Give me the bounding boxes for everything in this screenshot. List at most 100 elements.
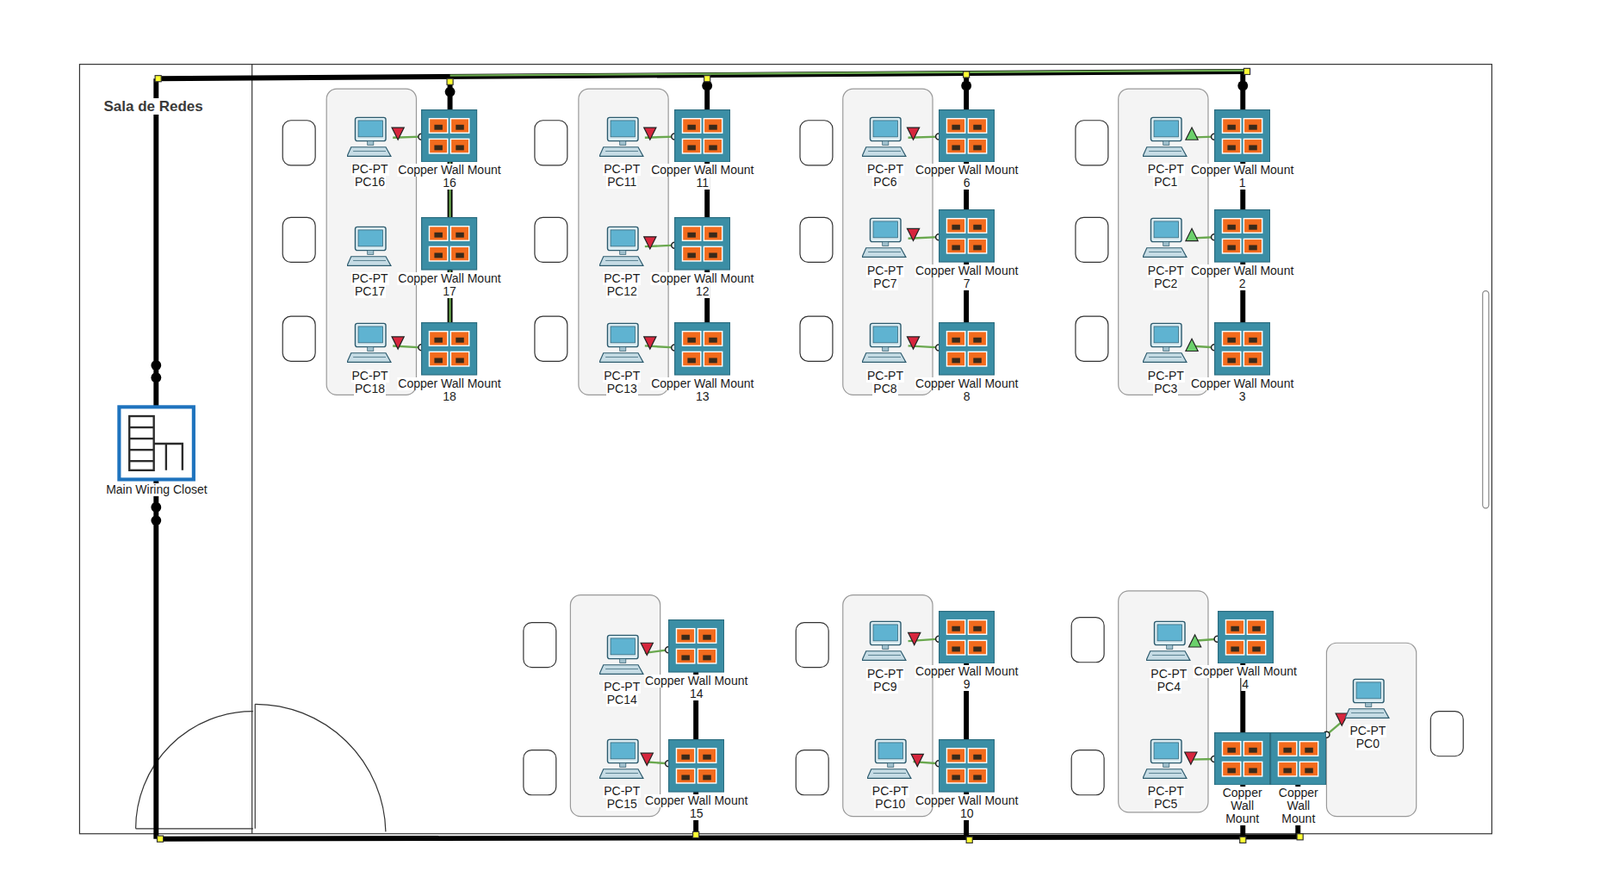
jack-slot: [1248, 224, 1257, 230]
mount-plate: [1215, 109, 1271, 162]
device-number: 14: [688, 687, 705, 701]
wall-mount-icon: [1217, 610, 1274, 664]
door-leaf: [254, 703, 256, 829]
jack-port: [1243, 761, 1262, 776]
jack-slot: [952, 625, 961, 631]
joint-dot: [150, 372, 162, 383]
pc-icon: [1142, 321, 1189, 367]
device-number: PC0: [1355, 737, 1381, 751]
jack-slot: [952, 124, 961, 131]
wall-mount-icon: [421, 109, 478, 163]
jack-port: [429, 226, 448, 242]
keyboard: [347, 147, 391, 157]
link-down: [906, 228, 919, 241]
jack-slot: [973, 645, 981, 652]
keyboard-keys: [605, 771, 639, 773]
jack-port: [451, 352, 470, 367]
jack-slot: [973, 244, 981, 250]
keyboard-keys: [605, 150, 639, 152]
device-number: PC8: [872, 382, 898, 396]
jack-port: [947, 218, 966, 234]
jack-port: [682, 117, 701, 133]
pc-icon: [347, 321, 393, 367]
node-label: PC-PTPC16: [351, 162, 390, 189]
link-up: [1188, 634, 1201, 647]
door-swing: [254, 703, 386, 832]
jack-slot: [682, 634, 690, 640]
keyboard-keys: [868, 356, 901, 358]
device-name: PC-PT: [602, 272, 641, 286]
monitor-frame: [1151, 218, 1183, 242]
node-label: PC-PTPC9: [866, 667, 905, 694]
device-number: 15: [688, 806, 705, 820]
jack-slot: [973, 358, 981, 364]
chairs: [282, 120, 1464, 795]
device-number: PC3: [1153, 382, 1179, 396]
wall-mount-icon: [674, 322, 731, 376]
desk: [843, 88, 933, 395]
pc-icon: [599, 632, 645, 679]
chair: [1075, 316, 1109, 361]
wall-mount-icon: [1214, 209, 1271, 263]
pc-icon: [867, 737, 913, 783]
device-name: PC-PT: [871, 784, 910, 798]
monitor-stand: [619, 347, 626, 352]
device-name: PC-PT: [1147, 162, 1185, 176]
jack-slot: [709, 337, 718, 343]
desk: [1118, 590, 1209, 813]
pc-icon: [347, 224, 393, 271]
joint-dot: [961, 80, 972, 92]
node-label: Copper Wall Mount17: [396, 272, 502, 298]
jack-slot: [1252, 645, 1260, 652]
rack-shelf: [129, 437, 154, 440]
mount-plate: [939, 322, 995, 375]
monitor-screen: [873, 624, 898, 641]
device-number: 10: [959, 806, 975, 820]
jack-port: [1225, 639, 1244, 655]
pc-icon: [1142, 115, 1189, 162]
jack-slot: [1227, 144, 1235, 150]
device-number: PC6: [872, 175, 898, 189]
node-label: Copper Wall Mount6: [914, 163, 1019, 190]
node-label: Copper Wall Mount8: [914, 377, 1019, 404]
device-number: PC4: [1156, 680, 1182, 694]
wall-mount-node: Copper Wall Mount8: [938, 322, 995, 376]
jack-port: [968, 639, 987, 655]
jack-slot: [1227, 224, 1235, 230]
chair: [523, 750, 557, 795]
device-number: PC12: [606, 285, 639, 298]
jack-slot: [973, 754, 981, 760]
jack-slot: [702, 754, 711, 760]
jack-slot: [1227, 767, 1235, 773]
jack-port: [1243, 117, 1262, 133]
jack-slot: [456, 144, 465, 150]
jack-port: [968, 748, 987, 763]
jack-port: [1243, 238, 1262, 254]
keyboard-keys: [353, 150, 386, 152]
chair: [282, 316, 316, 361]
monitor-screen: [1153, 741, 1179, 758]
device-name: Copper Wall Mount: [1190, 163, 1295, 177]
device-name: PC-PT: [602, 784, 641, 798]
monitor-stand: [619, 657, 626, 663]
link-down: [644, 127, 657, 140]
device-number: PC7: [872, 277, 898, 291]
rack: [129, 415, 154, 471]
monitor-screen: [1157, 624, 1182, 641]
jack-slot: [434, 337, 443, 343]
device-name: Copper Wall Mount: [914, 377, 1019, 391]
node-label: PC-PTPC0: [1348, 724, 1387, 751]
keyboard-keys: [1351, 712, 1384, 714]
desk: [1118, 88, 1209, 395]
jack-port: [676, 768, 695, 783]
keyboard-keys: [1148, 356, 1182, 358]
monitor-frame: [354, 117, 386, 141]
node-label: Copper Wall Mount7: [914, 264, 1019, 291]
chair: [795, 750, 829, 795]
node-label: Copper Wall Mount9: [914, 664, 1019, 691]
pc-icon: [347, 115, 393, 162]
device-number: PC11: [606, 175, 638, 189]
jack-port: [704, 352, 723, 367]
